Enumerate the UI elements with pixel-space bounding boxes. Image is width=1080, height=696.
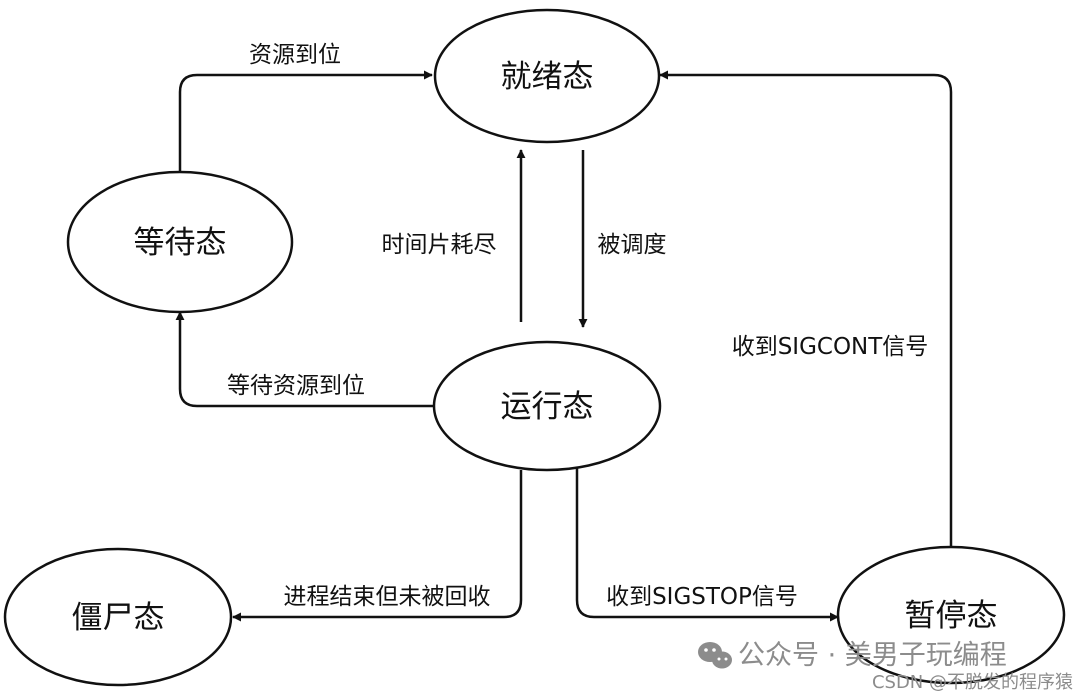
edge-running-to-waiting bbox=[175, 311, 433, 408]
node-paused-label: 暂停态 bbox=[905, 598, 998, 634]
watermark-account: 公众号 · 美男子玩编程 bbox=[738, 640, 1007, 671]
watermark-csdn: CSDN @不脱发的程序猿 bbox=[872, 672, 1073, 693]
node-ready-shape bbox=[433, 8, 661, 144]
wechat-icon bbox=[698, 642, 732, 669]
edge-label-sigstop: 收到SIGSTOP信号 bbox=[606, 584, 798, 610]
edge-running-to-zombie bbox=[232, 470, 523, 622]
node-ready-label: 就绪态 bbox=[501, 59, 594, 95]
node-zombie-shape bbox=[3, 547, 233, 687]
edge-label-wait-resource: 等待资源到位 bbox=[227, 373, 365, 399]
edge-paused-to-ready bbox=[659, 70, 953, 547]
node-running-shape bbox=[432, 340, 662, 472]
edge-label-timeslice-used: 时间片耗尽 bbox=[382, 232, 497, 258]
node-waiting-label: 等待态 bbox=[134, 225, 227, 261]
node-paused-shape bbox=[836, 545, 1066, 685]
edge-running-to-paused bbox=[575, 467, 839, 622]
node-zombie-label: 僵尸态 bbox=[72, 600, 165, 636]
node-waiting-shape bbox=[66, 170, 294, 314]
node-running-label: 运行态 bbox=[501, 389, 594, 425]
edge-label-sigcont: 收到SIGCONT信号 bbox=[732, 334, 929, 360]
edge-waiting-to-ready bbox=[178, 70, 433, 172]
edge-label-process-end: 进程结束但未被回收 bbox=[284, 584, 491, 610]
edge-label-resource-ready: 资源到位 bbox=[249, 42, 341, 68]
edge-label-scheduled: 被调度 bbox=[598, 232, 667, 258]
